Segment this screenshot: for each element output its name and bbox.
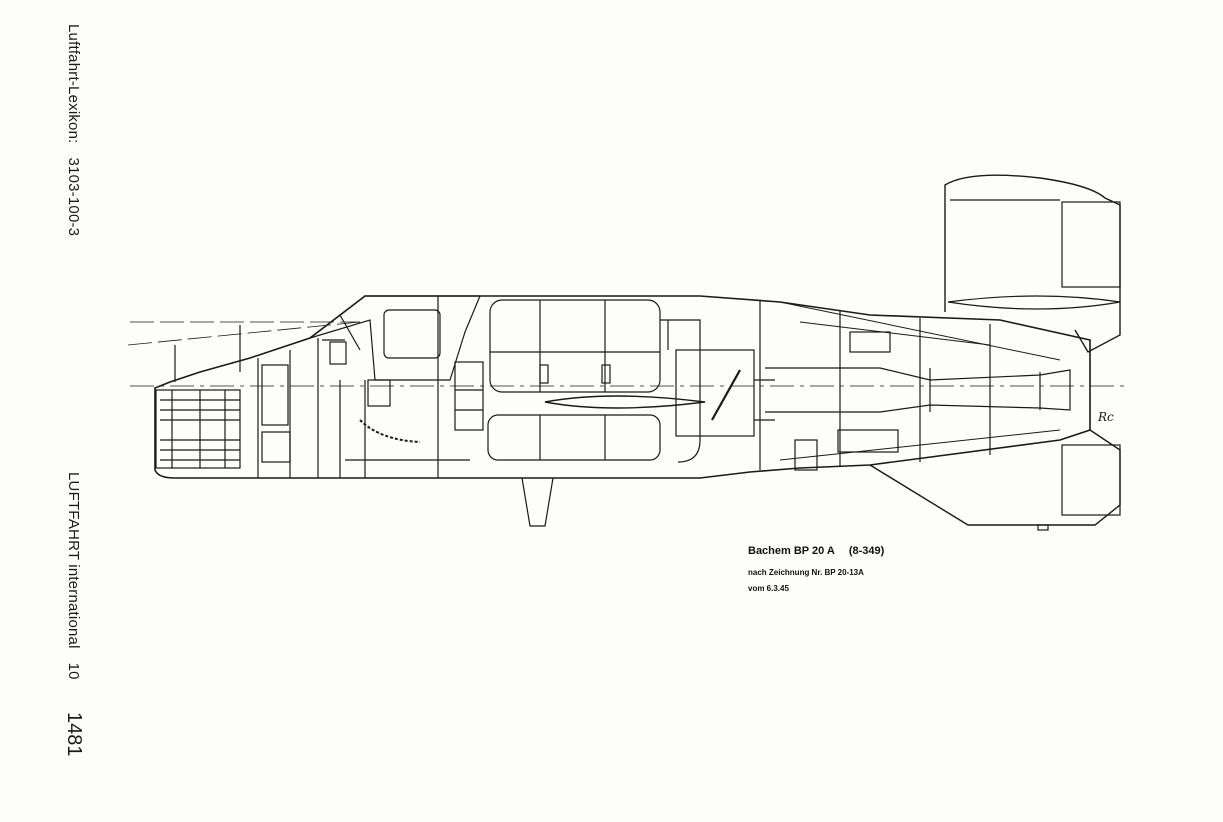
cockpit-window — [383, 309, 441, 359]
thrust-tube — [765, 367, 1071, 413]
canopy-frame — [309, 295, 481, 381]
landing-skid — [521, 477, 554, 527]
rocket-battery — [155, 389, 241, 469]
lower-tail-fin — [869, 429, 1121, 526]
lower-propellant-tank — [487, 414, 661, 461]
drawing-date: vom 6.3.45 — [748, 584, 789, 593]
wing-profile — [544, 395, 706, 409]
engine-housing — [675, 349, 755, 437]
draftsman-signature: Rc — [1098, 410, 1114, 424]
upper-propellant-tank — [489, 299, 661, 393]
fuselage-outline — [154, 295, 1091, 479]
aircraft-name: Bachem BP 20 A — [748, 545, 835, 557]
caption-title: Bachem BP 20 A (8-349) — [748, 545, 884, 557]
tailplane-section — [947, 295, 1121, 310]
aircraft-designation: (8-349) — [848, 545, 885, 557]
sight-line-lower — [127, 321, 361, 346]
upper-tail-fin — [944, 174, 1121, 353]
control-cable — [359, 419, 421, 443]
drawing-reference: nach Zeichnung Nr. BP 20-13A — [748, 568, 864, 577]
